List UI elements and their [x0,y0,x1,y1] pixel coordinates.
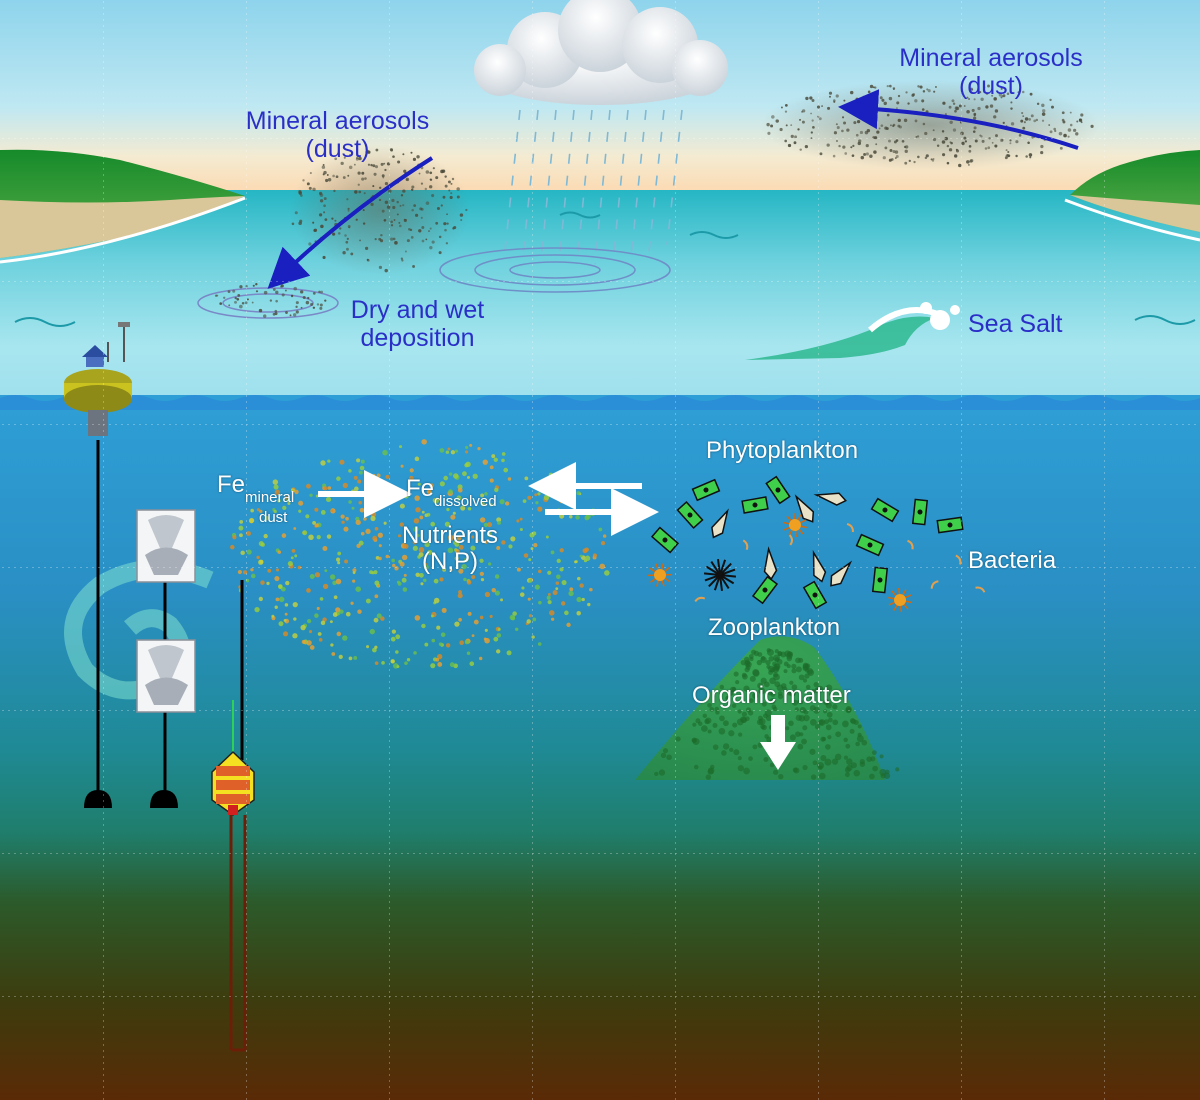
dust-label-left-line2: (dust) [305,134,370,163]
dust-label-right-line2: (dust) [959,71,1023,100]
deposition-label-line2: deposition [360,323,475,352]
dust-label-left-line1: Mineral aerosols [245,107,430,135]
nutrients-label-line2: (N,P) [422,548,478,576]
fe-dissolved-symbol: Fe [406,475,435,502]
fe-mineral-symbol: Fe [217,471,246,498]
fe-dissolved-label: Fedissolved [406,475,497,511]
bacteria-label: Bacteria [968,547,1057,574]
sea-salt-label: Sea Salt [968,310,1063,338]
phytoplankton-label: Phytoplankton [706,437,859,464]
fe-dissolved-subscript: dissolved [434,493,497,510]
organic-matter-label: Organic matter [692,682,851,709]
deposition-label-line1: Dry and wet [350,296,485,324]
fe-mineral-subscript: mineral [245,489,295,506]
fe-mineral-sub-dust: dust [259,509,288,526]
dust-label-left: Mineral aerosols (dust) [220,107,455,163]
nutrients-label: Nutrients (N,P) [385,522,515,576]
dust-label-right-line1: Mineral aerosols [899,44,1083,72]
dust-label-right: Mineral aerosols (dust) [876,44,1106,100]
fe-mineral-label: Femineral [217,471,295,507]
deposition-label: Dry and wet deposition [330,296,505,352]
nutrients-label-line1: Nutrients [401,522,499,549]
zooplankton-label: Zooplankton [708,614,841,641]
